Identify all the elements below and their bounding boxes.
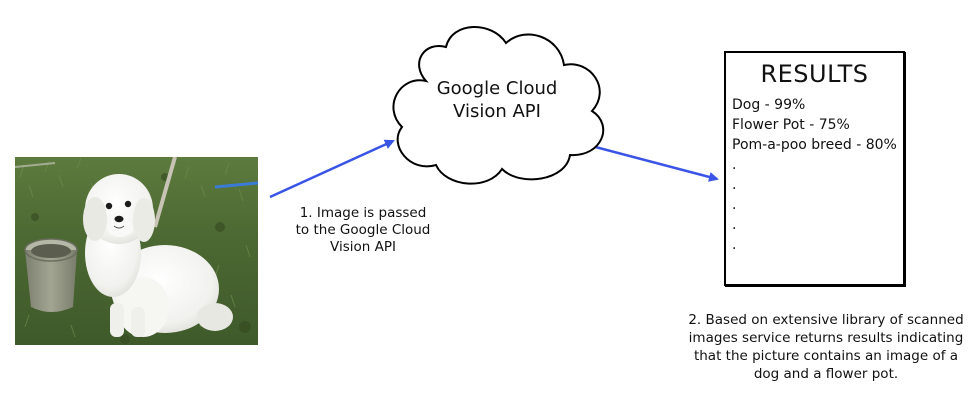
- dog-photo-image: [15, 157, 258, 345]
- result-item: Dog - 99%: [732, 97, 806, 113]
- cloud-icon: [392, 26, 604, 185]
- arrow-api-to-results: [583, 142, 719, 182]
- cloud-label: Google Cloud Vision API: [436, 78, 558, 122]
- arrow-image-to-api: [269, 139, 395, 199]
- vision-api-cloud: Google Cloud Vision API: [380, 15, 615, 187]
- result-item: Flower Pot - 75%: [732, 117, 850, 133]
- ellipsis-dot: .: [732, 197, 737, 213]
- result-item: Pom-a-poo breed - 80%: [732, 137, 897, 153]
- ellipsis-dot: .: [732, 217, 737, 233]
- results-list: Dog - 99% Flower Pot - 75% Pom-a-poo bre…: [732, 95, 897, 155]
- results-title: RESULTS: [760, 60, 869, 88]
- ellipsis-dot: .: [732, 177, 737, 193]
- step-1-caption: 1. Image is passed to the Google Cloud V…: [295, 205, 431, 255]
- results-document: RESULTS Dog - 99% Flower Pot - 75% Pom-a…: [724, 51, 905, 286]
- step-2-caption: 2. Based on extensive library of scanned…: [688, 312, 964, 382]
- ellipsis-dot: .: [732, 157, 737, 173]
- ellipsis-dot: .: [732, 237, 737, 253]
